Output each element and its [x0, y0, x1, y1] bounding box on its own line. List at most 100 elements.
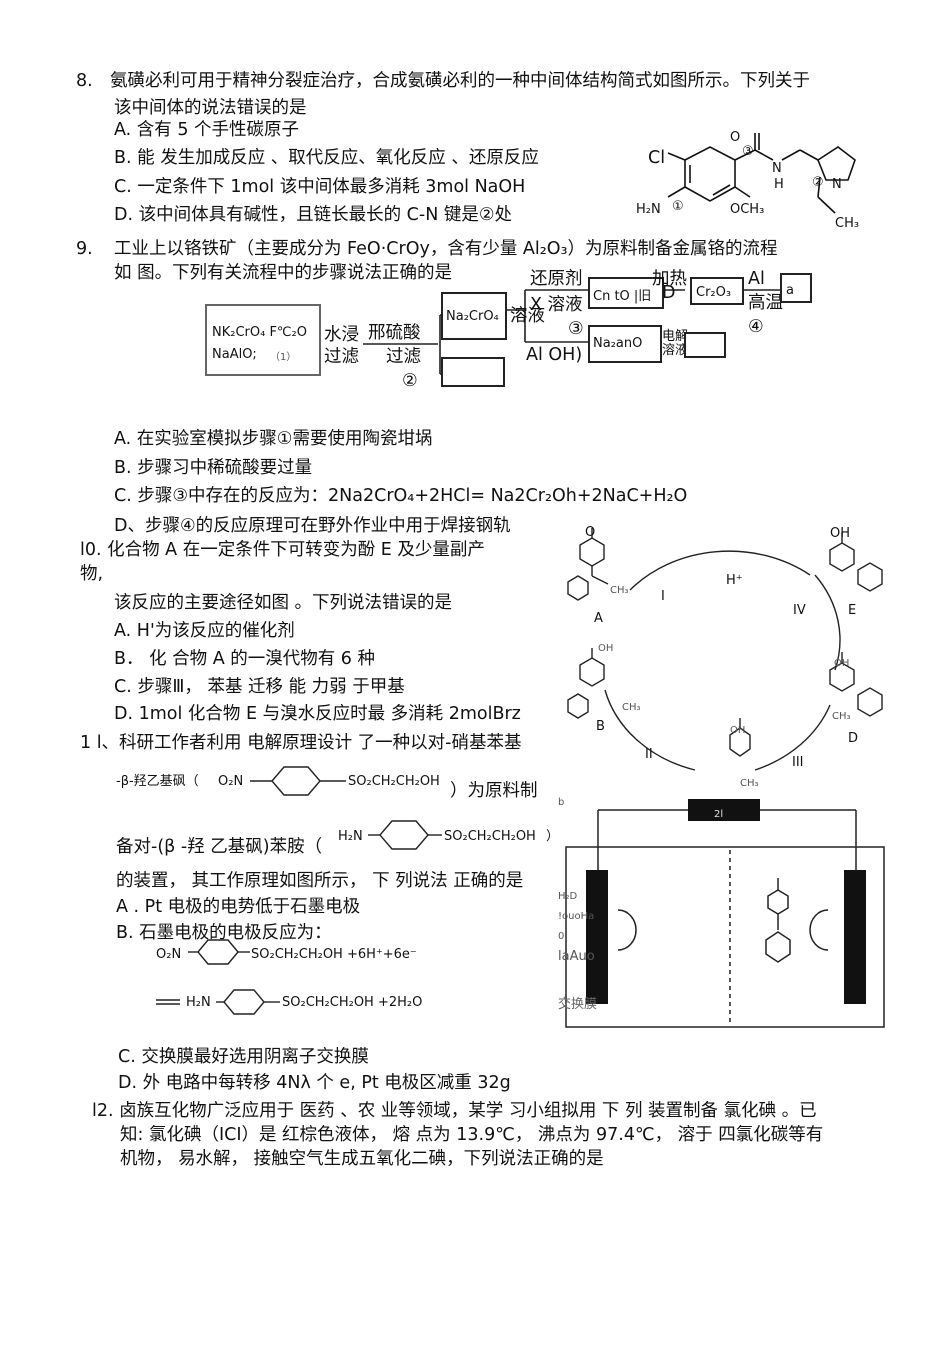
q8-option-b: B. 能 发生加成反应 、取代反应、氧化反应 、还原反应 — [114, 148, 539, 168]
q8-struct-c1-label: ① — [672, 199, 684, 214]
q10-label-a: A — [594, 611, 603, 626]
q10-step-ii: II — [645, 747, 653, 762]
q10-d-methyl: CH₃ — [832, 711, 851, 722]
q11-product-close: ） — [546, 829, 560, 844]
q11-cell-label-2: 0 — [558, 931, 565, 942]
q9-flow-high-temp: 高温 — [748, 293, 783, 313]
q10-mid-methyl: CH₃ — [740, 778, 759, 789]
q8-number: 8. — [76, 71, 93, 91]
q9-flow-input-box — [205, 304, 321, 376]
q11-option-b: B. 石墨电极的电极反应为： — [116, 923, 332, 943]
q8-struct-h: H — [774, 177, 784, 192]
q9-flow-step2-b: 过滤 — [386, 347, 421, 367]
q10-label-d: D — [848, 731, 859, 746]
q9-flow-al: Al — [748, 269, 765, 289]
q10-d-hydroxyl: OH — [834, 658, 850, 669]
q11-reactant-chain: SO₂CH₂CH₂OH — [348, 774, 440, 789]
q8-struct-c3-label: ③ — [742, 144, 754, 159]
q11-option-a: A . Pt 电极的电势低于石墨电极 — [116, 897, 361, 917]
q9-flow-step2-label: ② — [402, 371, 418, 391]
q9-flow-salt: Na₂anO — [593, 336, 643, 351]
q9-flow-electro-box — [684, 332, 726, 358]
q12-stem-line1: l2. 卤族互化物广泛应用于 医药 、农 业等领域，某学 习小组拟用 下 列 装… — [92, 1101, 817, 1121]
q9-option-d: D、步骤④的反应原理可在野外作业中用于焊接钢轨 — [114, 516, 511, 536]
q11-product-chain: SO₂CH₂CH₂OH — [444, 829, 536, 844]
q8-option-c: C. 一定条件下 1mol 该中间体最多消耗 3mol NaOH — [114, 177, 526, 197]
q9-flow-cr-hydroxide: Cn tO |旧 — [593, 289, 652, 304]
q9-flow-step1-b: 过滤 — [324, 347, 359, 367]
q10-stem-line3: 该反应的主要途径如图 。下列说法错误的是 — [114, 593, 453, 613]
q11-cell-h2o-label: H₂D — [558, 891, 578, 902]
q11-stem-line1: 1 l、科研工作者利用 电解原理设计 了一种以对-硝基苯基 — [80, 733, 522, 753]
q10-mid-hydroxyl: OH — [730, 725, 746, 736]
q9-flow-input-line1: NK₂CrO₄ F℃₂O — [212, 325, 307, 340]
q9-option-a: A. 在实验室模拟步骤①需要使用陶瓷坩埚 — [114, 429, 433, 449]
q10-b-methyl: CH₃ — [622, 702, 641, 713]
q10-label-b: B — [596, 719, 605, 734]
q8-struct-n: N — [832, 177, 842, 192]
q8-option-a: A. 含有 5 个手性碳原子 — [114, 120, 300, 140]
q10-step-i: I — [661, 589, 665, 604]
q8-stem-line2: 该中间体的说法错误的是 — [114, 98, 307, 118]
q9-number: 9. — [76, 239, 93, 259]
q9-flow-salt-box — [588, 325, 662, 363]
q9-flow-na2cro4: Na₂CrO₄ — [446, 309, 499, 324]
q11-product-prefix: 备对-(β -羟 乙基砜)苯胺（ — [116, 837, 323, 857]
q10-a-oxygen: O — [585, 525, 596, 540]
q11-cell-label-1: !ouoHa — [558, 911, 595, 922]
q9-stem-line1: 工业上以铬铁矿（主要成分为 FeO·CrOy，含有少量 Al₂O₃）为原料制备金… — [114, 239, 778, 259]
q10-option-b: B． 化 合物 A 的一溴代物有 6 种 — [114, 649, 375, 669]
q10-label-e: E — [848, 603, 857, 618]
q9-flow-arrows — [363, 289, 780, 375]
q11-cell-wiring — [565, 809, 885, 1028]
q11-eq2-arrow-ring — [156, 989, 280, 1015]
q11-cell-b-label: b — [558, 797, 565, 808]
q11-option-d: D. 外 电路中每转移 4Nλ 个 e, Pt 电极区减重 32g — [118, 1073, 511, 1093]
q8-molecule-structure — [667, 133, 856, 214]
q9-flow-cr2o3-box — [690, 277, 744, 305]
q11-eq1-o2n: O₂N — [156, 947, 182, 962]
q9-flow-step1-a: 水浸 — [324, 325, 359, 345]
q10-stem-line1: l0. 化合物 A 在一定条件下可转变为酚 E 及少量副产 — [80, 540, 485, 560]
q9-flow-na2cro4-box — [441, 292, 507, 340]
q11-stem-line2-tail: ）为原料制 — [450, 781, 538, 801]
q11-eq1-rhs: SO₂CH₂CH₂OH +6H⁺+6e⁻ — [251, 947, 417, 962]
q10-b-hydroxyl: OH — [598, 643, 614, 654]
q8-stem-line1: 氨磺必利可用于精神分裂症治疗，合成氨磺必利的一种中间体结构简式如图所示。下列关于 — [110, 71, 810, 91]
q9-flow-d: D — [662, 283, 676, 303]
q8-struct-h2n: H₂N — [636, 202, 661, 217]
q11-reactant-o2n: O₂N — [218, 774, 244, 789]
q11-cell-label-3: laAuo — [558, 949, 595, 964]
q10-step-iii: III — [792, 755, 804, 770]
q9-flow-cr-hydroxide-box — [588, 277, 664, 309]
q10-catalyst-h: H⁺ — [726, 573, 743, 588]
q11-product-h2n: H₂N — [338, 829, 363, 844]
q9-flow-heat: 加热 — [652, 269, 687, 289]
q12-stem-line2: 知: 氯化碘（ICI）是 红棕色液体， 熔 点为 13.9℃， 沸点为 97.4… — [120, 1125, 824, 1145]
q11-eq1-ring — [188, 939, 250, 965]
q9-flow-step3-label: ③ — [568, 319, 584, 339]
q8-struct-cl: Cl — [648, 148, 666, 168]
q11-eq2-h2n: H₂N — [186, 995, 211, 1010]
q9-flow-input-line2: NaAlO; — [212, 347, 257, 362]
q9-flow-x-solution: X 溶液 — [530, 295, 583, 315]
q10-option-d: D. 1mol 化合物 E 与溴水反应时最 多消耗 2molBrz — [114, 704, 521, 724]
q11-graphite-electrode — [844, 870, 866, 1004]
q8-struct-nh: N — [772, 161, 782, 176]
q10-reaction-cycle — [567, 528, 883, 771]
q8-struct-c2-label: ② — [812, 175, 824, 190]
q11-reactant-ring — [250, 766, 346, 796]
q11-pt-electrode — [586, 870, 608, 1004]
q11-power-source — [688, 799, 760, 821]
q11-exchange-membrane-label: 交换膜 — [558, 997, 598, 1012]
q11-stem-line4: 的装置， 其工作原理如图所示， 下 列说法 正确的是 — [116, 871, 524, 891]
q11-power-source-label: 2l — [714, 809, 724, 820]
q9-flow-step2-a: 邢硫酸 — [368, 323, 421, 343]
q10-a-methyl: CH₃ — [610, 585, 629, 596]
q9-flow-residue-box — [441, 357, 505, 387]
q11-eq2-rhs: SO₂CH₂CH₂OH +2H₂O — [282, 995, 423, 1010]
q11-product-ring — [368, 820, 442, 850]
q9-flow-cr2o3: Cr₂O₃ — [696, 285, 732, 300]
q8-struct-och3: OCH₃ — [730, 202, 765, 217]
q11-reactant-prefix: -β-羟乙基砜（ — [116, 774, 199, 789]
